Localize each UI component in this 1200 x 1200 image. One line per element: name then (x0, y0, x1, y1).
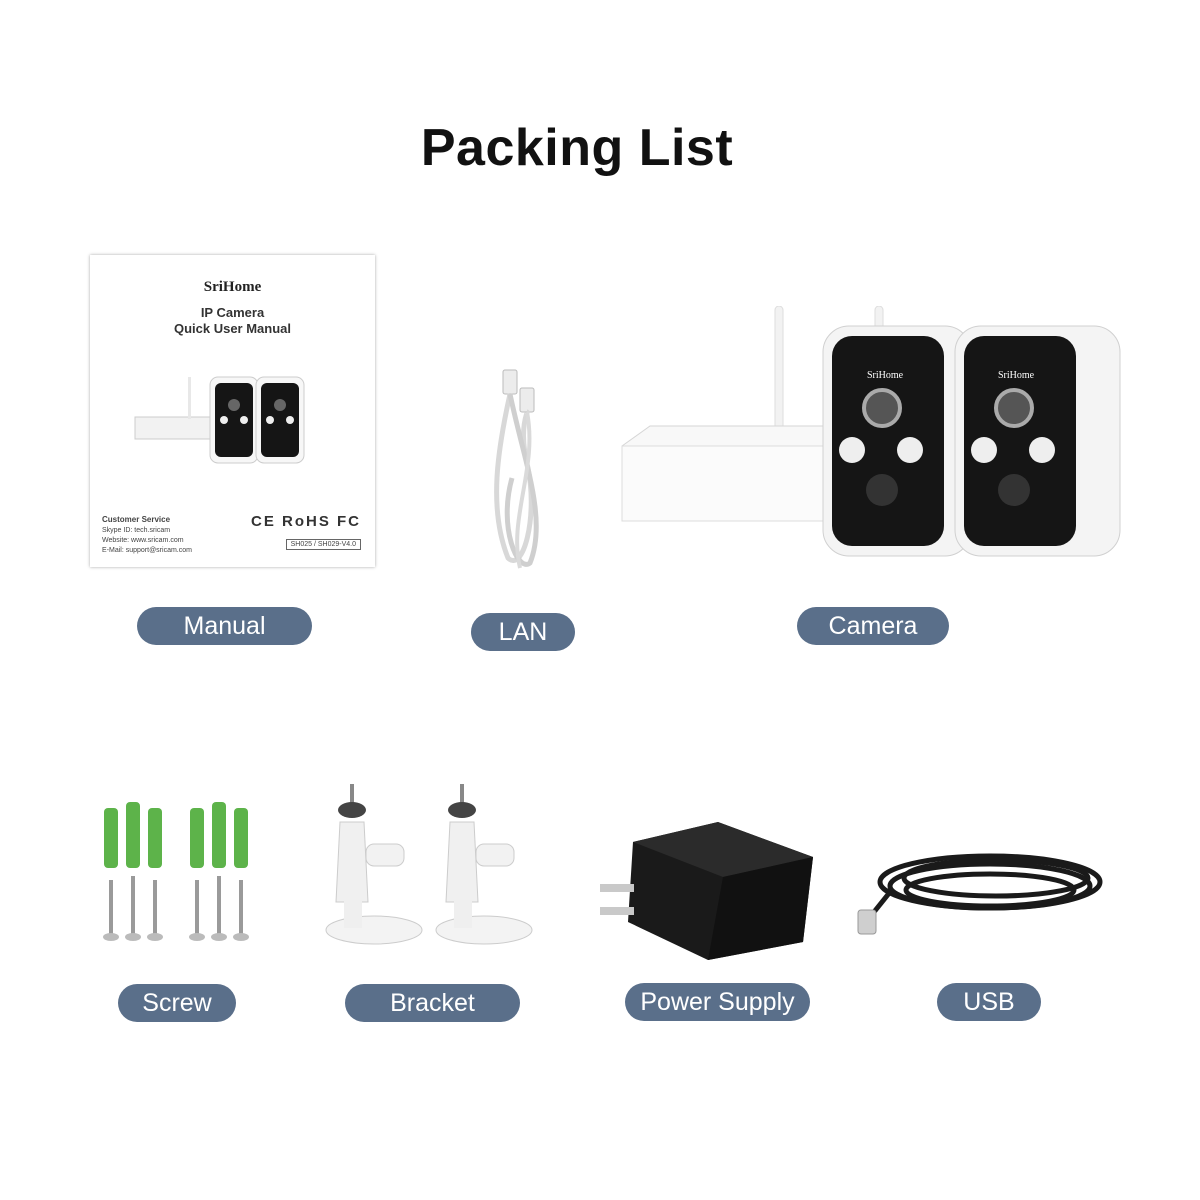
bracket-icon (322, 782, 552, 952)
cs-email: E-Mail: support@sricam.com (102, 547, 192, 554)
power-supply-label: Power Supply (625, 983, 810, 1021)
bracket-label: Bracket (345, 984, 520, 1022)
manual-cover-image (134, 376, 305, 464)
model-number: SH025 / SH029-V4.0 (285, 539, 361, 550)
camera2-brand: SriHome (998, 370, 1035, 381)
screw-label: Screw (118, 984, 236, 1022)
power-adapter-icon (598, 812, 818, 962)
lan-label: LAN (471, 613, 575, 651)
manual-label: Manual (137, 607, 312, 645)
cs-skype: Skype ID: tech.sricam (102, 527, 171, 534)
camera1-brand: SriHome (867, 370, 904, 381)
manual-icon: SriHome IP Camera Quick User Manual Cust… (90, 255, 375, 567)
cs-heading: Customer Service (102, 515, 171, 524)
usb-cable-icon (850, 840, 1110, 950)
page-title: Packing List (420, 119, 734, 177)
cert-marks: CE RoHS FC (251, 513, 361, 530)
lan-cable-icon (468, 368, 578, 578)
manual-brand: SriHome (203, 279, 262, 295)
cs-website: Website: www.sricam.com (102, 537, 184, 544)
camera-kit-icon: SriHome SriHome (620, 306, 1130, 566)
manual-customer-service: Customer Service Skype ID: tech.sricam W… (102, 515, 192, 556)
manual-line1: IP Camera (200, 305, 265, 320)
manual-line2: Quick User Manual (173, 321, 292, 336)
camera-label: Camera (797, 607, 949, 645)
screw-set-icon (98, 800, 258, 945)
usb-label: USB (937, 983, 1041, 1021)
